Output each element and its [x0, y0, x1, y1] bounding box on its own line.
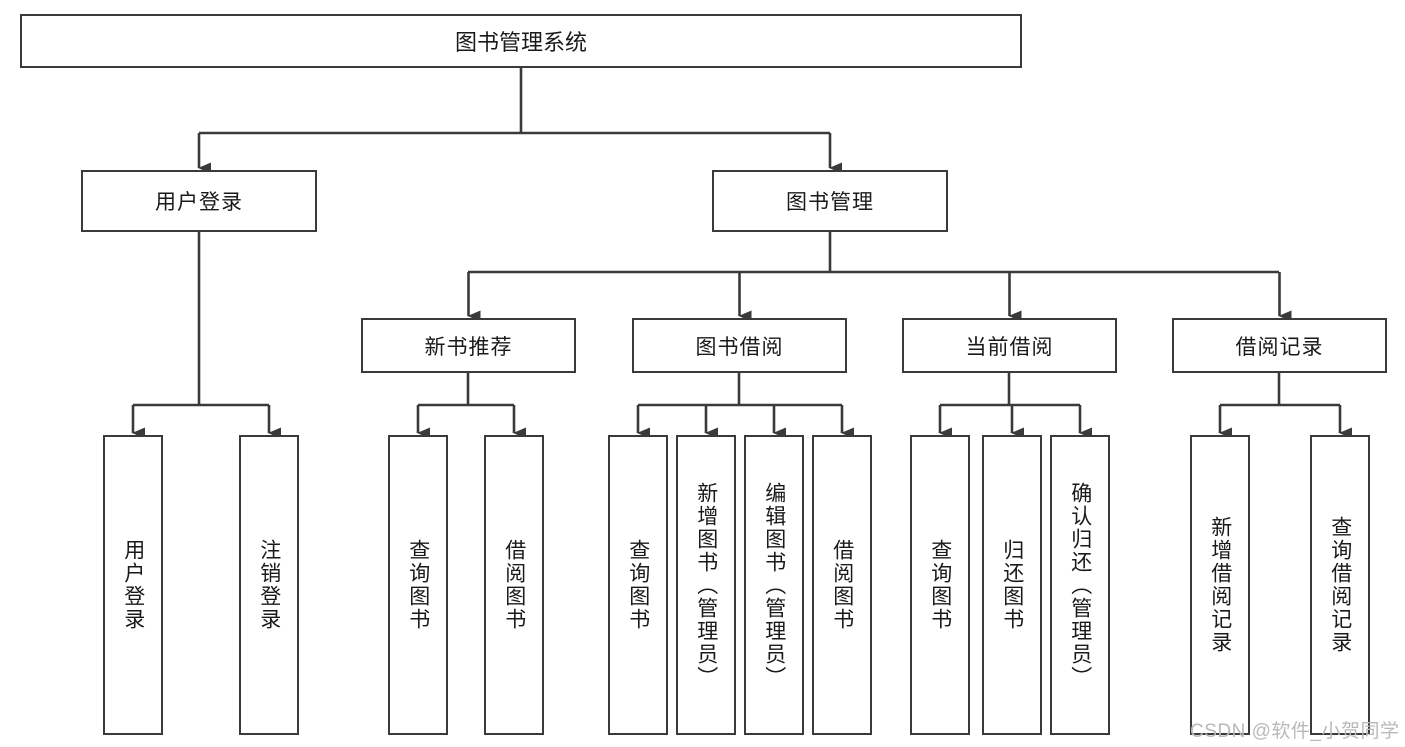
- node-root[interactable]: 图书管理系统: [20, 14, 1022, 68]
- connector-lines: [131, 68, 1352, 439]
- node-label: 注销登录: [257, 539, 281, 631]
- node-new-book-recommend[interactable]: 新书推荐: [361, 318, 576, 373]
- leaf-query-book-current[interactable]: 查询图书: [910, 435, 970, 735]
- node-label: 确认归还（管理员）: [1068, 481, 1092, 689]
- node-label: 查询借阅记录: [1328, 516, 1352, 654]
- node-label: 用户登录: [155, 191, 243, 214]
- watermark-text: CSDN @软件_小贺同学: [1190, 721, 1400, 742]
- leaf-query-borrow-record[interactable]: 查询借阅记录: [1310, 435, 1370, 735]
- node-label: 借阅图书: [830, 539, 854, 631]
- leaf-confirm-return-admin[interactable]: 确认归还（管理员）: [1050, 435, 1110, 735]
- node-label: 新书推荐: [424, 335, 513, 359]
- node-label: 查询图书: [928, 539, 952, 631]
- node-borrow-record[interactable]: 借阅记录: [1172, 318, 1387, 373]
- node-label: 查询图书: [406, 539, 430, 631]
- node-label: 查询图书: [626, 539, 650, 631]
- leaf-query-book-recommend[interactable]: 查询图书: [388, 435, 448, 735]
- node-label: 新增图书（管理员）: [694, 481, 718, 689]
- node-label: 借阅记录: [1235, 335, 1324, 359]
- node-current-borrow[interactable]: 当前借阅: [902, 318, 1117, 373]
- leaf-add-book-admin[interactable]: 新增图书（管理员）: [676, 435, 736, 735]
- node-label: 编辑图书（管理员）: [762, 481, 786, 689]
- leaf-logout-login[interactable]: 注销登录: [239, 435, 299, 735]
- leaf-borrow-book[interactable]: 借阅图书: [812, 435, 872, 735]
- node-label: 归还图书: [1000, 539, 1024, 631]
- leaf-add-borrow-record[interactable]: 新增借阅记录: [1190, 435, 1250, 735]
- node-label: 图书管理系统: [454, 30, 587, 55]
- node-label: 用户登录: [121, 539, 145, 631]
- node-book-borrow[interactable]: 图书借阅: [632, 318, 847, 373]
- leaf-user-login[interactable]: 用户登录: [103, 435, 163, 735]
- node-label: 新增借阅记录: [1208, 516, 1232, 654]
- node-user-login[interactable]: 用户登录: [81, 170, 317, 232]
- leaf-query-book-borrow[interactable]: 查询图书: [608, 435, 668, 735]
- node-label: 图书借阅: [695, 335, 784, 359]
- leaf-return-book[interactable]: 归还图书: [982, 435, 1042, 735]
- node-label: 图书管理: [786, 191, 874, 214]
- node-label: 当前借阅: [965, 335, 1054, 359]
- leaf-borrow-book-recommend[interactable]: 借阅图书: [484, 435, 544, 735]
- node-book-management[interactable]: 图书管理: [712, 170, 948, 232]
- leaf-edit-book-admin[interactable]: 编辑图书（管理员）: [744, 435, 804, 735]
- node-label: 借阅图书: [502, 539, 526, 631]
